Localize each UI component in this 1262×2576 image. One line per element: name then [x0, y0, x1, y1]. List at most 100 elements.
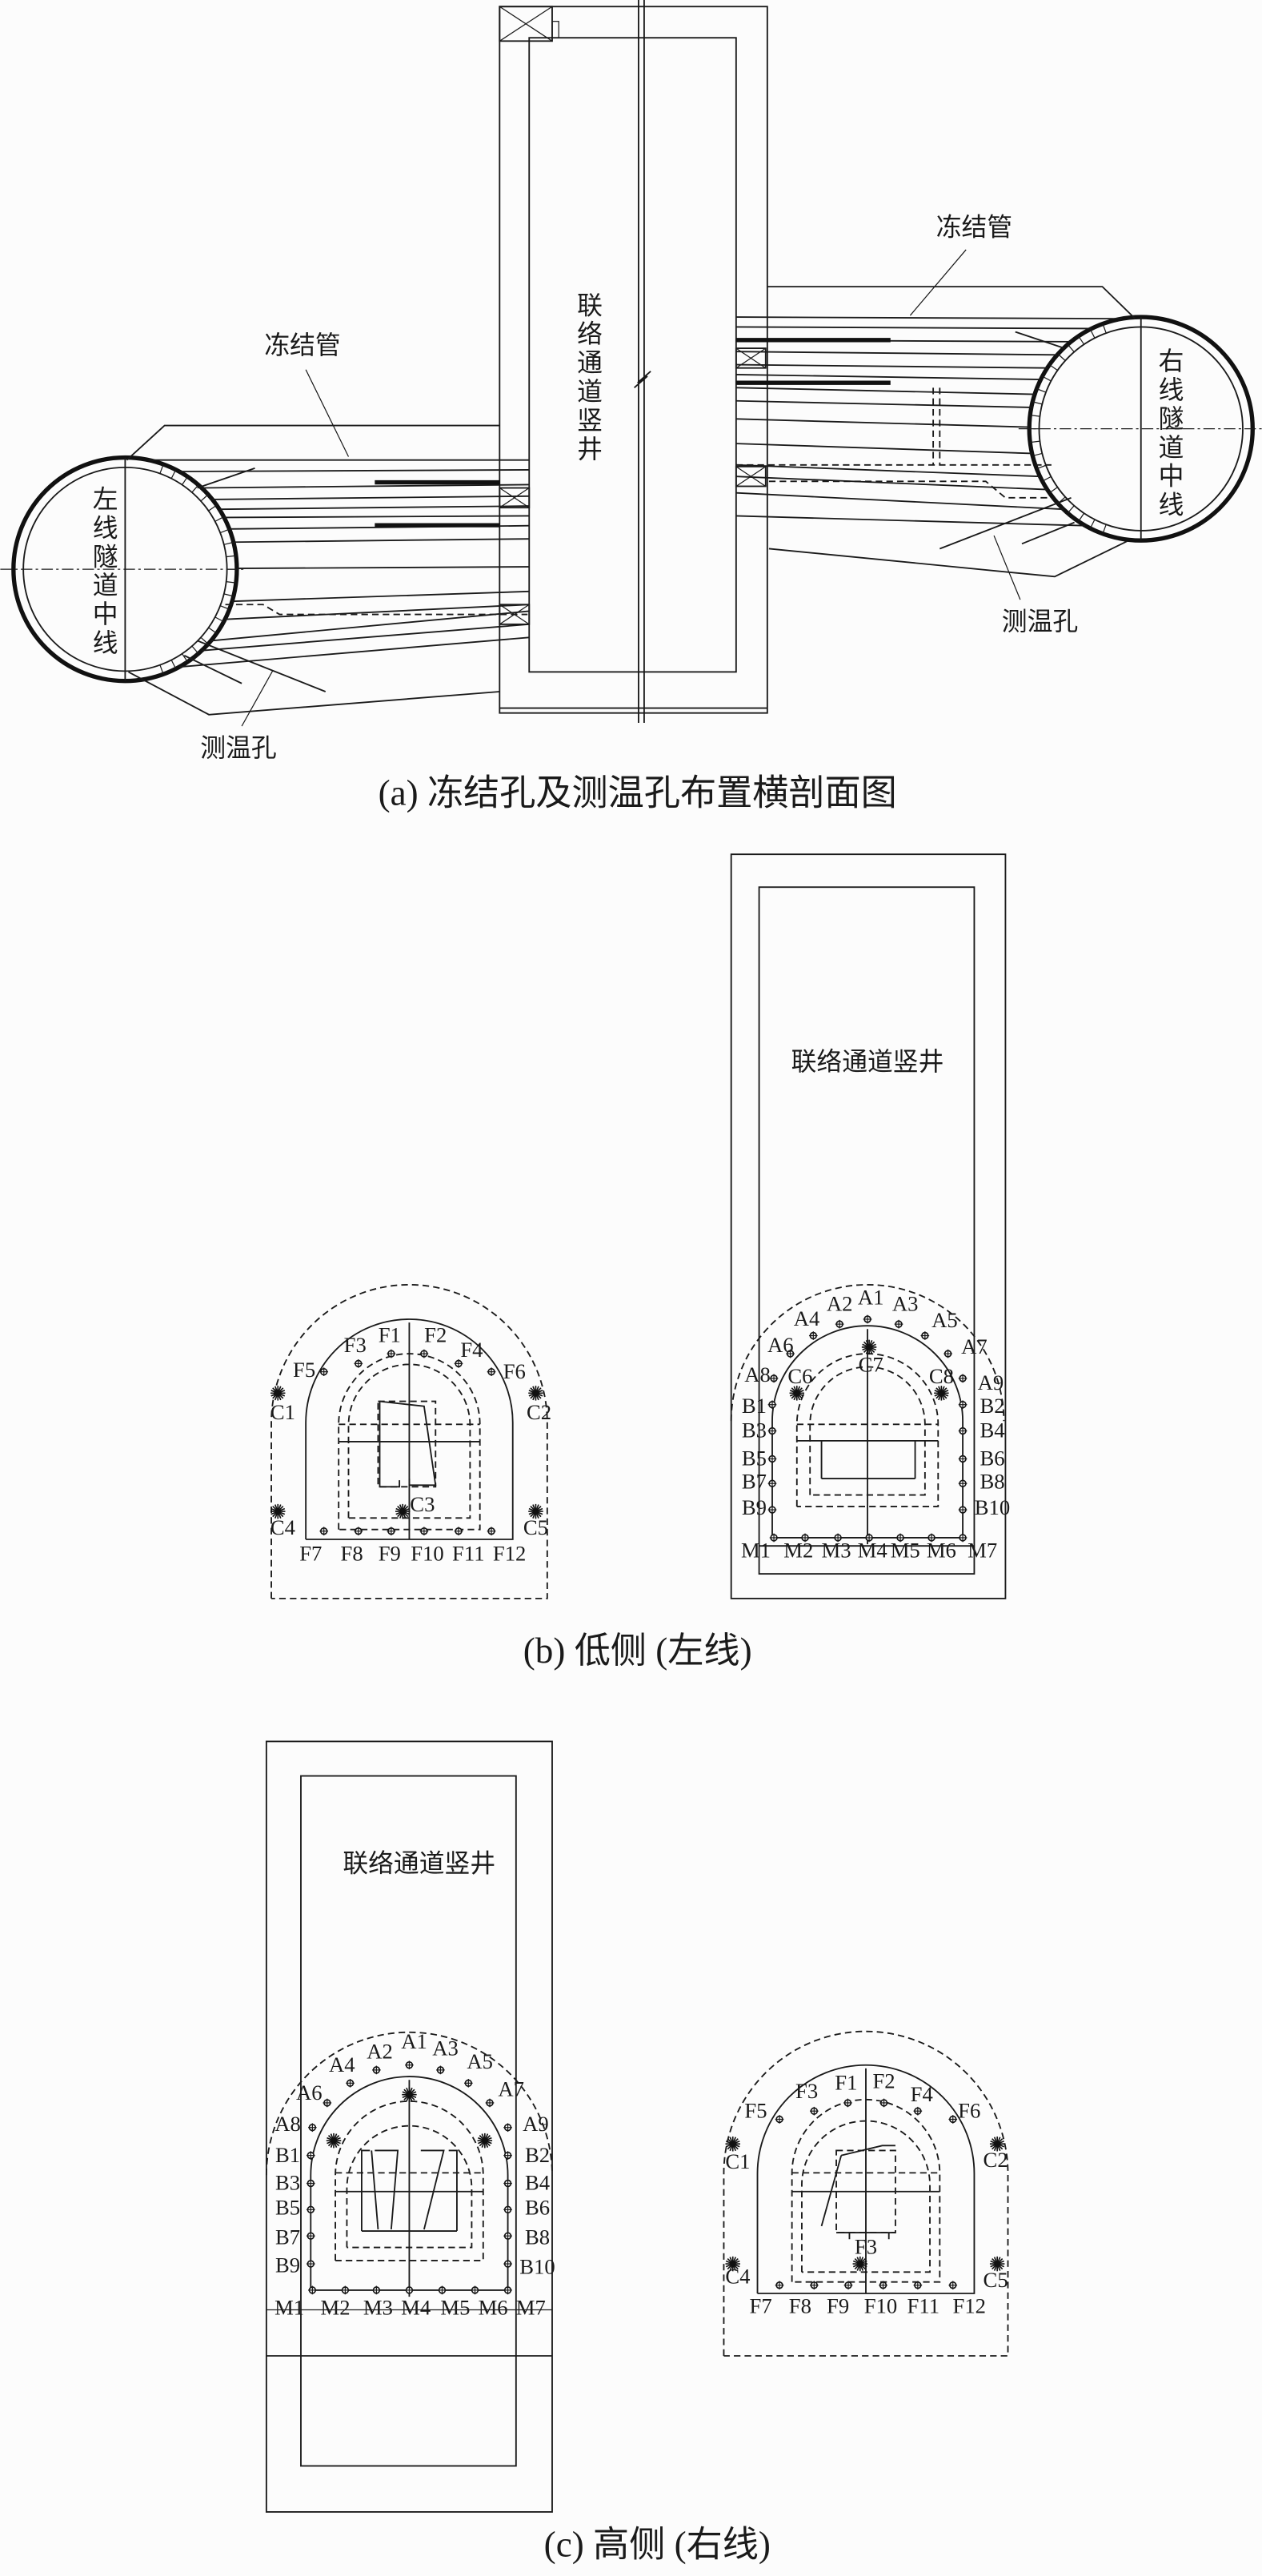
temp-hole-label-c: C1: [725, 2149, 750, 2173]
freeze-hole-arch: [305, 1318, 514, 1540]
temp-hole-label-c: C5: [523, 1515, 548, 1539]
hole-label-a: A1: [858, 1285, 884, 1309]
outer-freeze-boundary: [730, 1283, 1005, 1422]
hole-label-f: F6: [958, 2098, 980, 2122]
freeze-pipe: [735, 418, 1030, 428]
hole-label-b: B5: [742, 1446, 767, 1471]
freeze-hole-arch: [756, 2064, 976, 2294]
freeze-hole-marker: [808, 1331, 818, 1340]
freeze-hole-marker: [438, 2285, 447, 2295]
hole-label-b: B9: [275, 2253, 300, 2277]
pump-room-structure: [820, 2145, 895, 2240]
temperature-hole-star-icon: [270, 1503, 286, 1519]
freeze-hole-marker: [463, 2078, 473, 2088]
hole-label-f: F10: [411, 1542, 443, 1566]
leader-line: [241, 670, 274, 727]
freeze-hole-marker: [843, 2098, 852, 2108]
segment-joint: [1032, 452, 1043, 457]
freeze-hole-marker: [879, 2281, 887, 2290]
freeze-pipe: [225, 604, 530, 620]
hole-label-m: M6: [927, 1539, 956, 1563]
hole-label-b: B4: [980, 1418, 1004, 1442]
segment-joint: [1067, 505, 1075, 514]
freeze-hole-marker: [769, 1533, 779, 1543]
segment-joint: [219, 528, 230, 534]
break-mark-icon: [633, 371, 651, 389]
temperature-hole-star-icon: [477, 2133, 493, 2149]
freeze-hole-marker: [943, 1349, 952, 1358]
star-ray: [270, 1507, 286, 1515]
leader-line: [909, 249, 967, 316]
freeze-hole-marker: [306, 2151, 315, 2160]
freeze-hole-marker: [319, 1367, 329, 1377]
hole-label-a: A2: [827, 1292, 853, 1316]
freeze-hole-marker: [775, 2281, 784, 2290]
hole-label-a: A8: [274, 2112, 301, 2136]
star-ray: [402, 2091, 417, 2098]
hole-label-f: F3: [795, 2079, 818, 2103]
hole-label-b: B7: [742, 1469, 767, 1493]
temperature-hole-star-icon: [934, 1386, 949, 1401]
freeze-pipe: [735, 351, 1058, 356]
segment-joint: [200, 636, 209, 644]
hole-label-f: F1: [379, 1323, 401, 1347]
right-freeze-zone-bottom: [768, 540, 1128, 578]
freeze-hole-marker: [948, 2115, 958, 2124]
segment-joint: [1102, 323, 1107, 334]
freeze-hole-marker: [809, 2281, 819, 2290]
inner-structure: [820, 1440, 916, 1479]
freeze-hole-marker: [306, 2205, 315, 2214]
hole-label-f: F1: [835, 2070, 857, 2094]
outer-freeze-boundary: [270, 1283, 548, 1599]
segment-joint: [1030, 440, 1040, 443]
hole-label-m: M1: [274, 2296, 304, 2320]
freeze-hole-marker: [767, 1400, 777, 1410]
segment-joint: [1036, 388, 1047, 393]
freeze-hole-marker: [958, 1505, 968, 1515]
freeze-hole-marker: [372, 2285, 381, 2295]
segment-joint: [223, 593, 234, 597]
freeze-pipe: [236, 566, 530, 570]
hole-label-a: A4: [794, 1306, 820, 1330]
freeze-pipe: [233, 538, 530, 544]
segment-joint: [170, 469, 177, 479]
freeze-pipe: [735, 326, 1092, 330]
hole-label-m: M4: [401, 2296, 431, 2320]
freeze-hole-marker: [354, 1359, 363, 1368]
hole-label-b: B1: [742, 1394, 767, 1418]
temperature-hole-star-icon: [861, 1339, 877, 1355]
temperature-hole-star-icon: [725, 2256, 740, 2272]
star-ray: [327, 2137, 341, 2145]
hole-label-f: F9: [827, 2294, 849, 2318]
temperature-hole: [1015, 331, 1065, 349]
freeze-hole-arch: [310, 2076, 509, 2291]
hole-label-f: F5: [744, 2098, 767, 2122]
star-ray: [477, 2137, 492, 2145]
star-ray: [852, 2260, 867, 2268]
hole-label-m: M4: [858, 1539, 887, 1563]
hole-label-f: F7: [750, 2294, 772, 2318]
freeze-hole-marker: [835, 1319, 844, 1329]
freeze-hole-marker: [306, 2179, 315, 2188]
freeze-hole-marker: [767, 1505, 777, 1515]
left-tunnel-centerline-label: 左线隧道中线: [89, 485, 119, 658]
temperature-hole-path: [225, 604, 528, 616]
temperature-hole-star-icon: [789, 1386, 805, 1401]
segment-joint: [223, 541, 234, 545]
freeze-hole-marker: [800, 1533, 810, 1543]
segment-joint: [214, 616, 224, 623]
freeze-pipe: [178, 469, 530, 472]
leader-line: [993, 535, 1021, 600]
hole-label-m: M5: [891, 1539, 920, 1563]
hole-label-b: B8: [980, 1469, 1004, 1493]
temperature-hole: [183, 655, 242, 684]
hole-label-f: F12: [953, 2294, 986, 2318]
temp-hole-label-c: C4: [725, 2265, 750, 2289]
freeze-hole-marker: [346, 2078, 355, 2088]
outer-freeze-boundary: [723, 2030, 1009, 2357]
shaft-inner-wall: [300, 1775, 517, 2467]
temperature-hole-star-icon: [402, 2087, 417, 2102]
